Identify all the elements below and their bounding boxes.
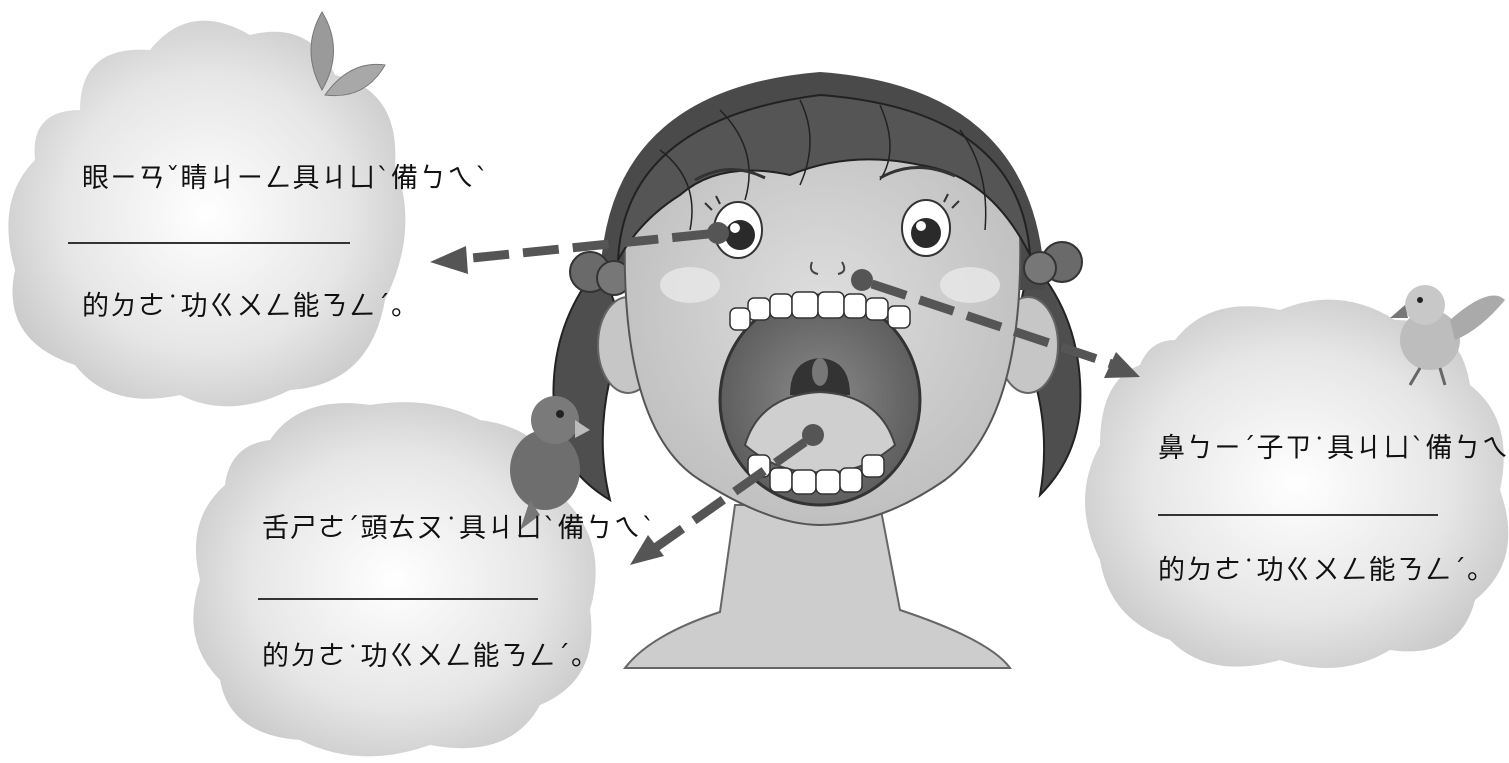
eyes-prompt-line1: 眼ㄧㄢˇ睛ㄐㄧㄥ具ㄐㄩˋ備ㄅㄟˋ	[82, 163, 490, 194]
tongue-answer-blank[interactable]	[258, 598, 538, 600]
right-cheek	[940, 267, 1000, 303]
nose-prompt-line2: 的ㄉㄜ˙功ㄍㄨㄥ能ㄋㄥˊ。	[1158, 555, 1495, 586]
girl-bangs	[617, 93, 1031, 261]
lower-teeth	[747, 454, 885, 495]
nose-prompt-line1: 鼻ㄅㄧˊ子ㄗ˙具ㄐㄩˋ備ㄅㄟˋ	[1158, 433, 1509, 464]
right-pupil	[911, 218, 941, 248]
cloud-tongue	[193, 402, 596, 757]
left-pupil	[725, 220, 755, 250]
parrot-right-icon	[1390, 285, 1505, 386]
tongue-prompt-line1: 舌ㄕㄜˊ頭ㄊㄡ˙具ㄐㄩˋ備ㄅㄟˋ	[262, 513, 656, 544]
uvula	[812, 358, 828, 386]
arrow-eye-to-box	[430, 222, 729, 274]
left-eye-highlight	[730, 223, 740, 233]
eyes-prompt-line2: 的ㄉㄜ˙功ㄍㄨㄥ能ㄋㄥˊ。	[82, 291, 419, 322]
cloud-nose	[1085, 299, 1509, 668]
hair-strands	[659, 99, 987, 231]
tongue-prompt-line2: 的ㄉㄜ˙功ㄍㄨㄥ能ㄋㄥˊ。	[262, 641, 599, 672]
parrot-left-icon	[510, 396, 590, 530]
arrow-nose-to-box	[851, 269, 1140, 378]
girl-nose	[809, 261, 846, 275]
girl-illustration	[552, 72, 1083, 669]
cloud-eyes	[8, 20, 406, 407]
left-cheek	[660, 267, 720, 303]
leaf-decoration-icon	[310, 11, 386, 97]
eyelashes	[704, 193, 960, 211]
upper-teeth	[729, 291, 911, 331]
right-eyebrow	[879, 166, 956, 180]
right-eye-highlight	[916, 221, 926, 231]
left-eyebrow	[694, 168, 766, 182]
girl-neck	[622, 504, 1012, 669]
arrow-tongue-to-box	[630, 424, 824, 565]
eyes-answer-blank[interactable]	[68, 242, 350, 244]
nose-answer-blank[interactable]	[1158, 514, 1438, 516]
right-hair-bobble-2	[1023, 251, 1057, 285]
